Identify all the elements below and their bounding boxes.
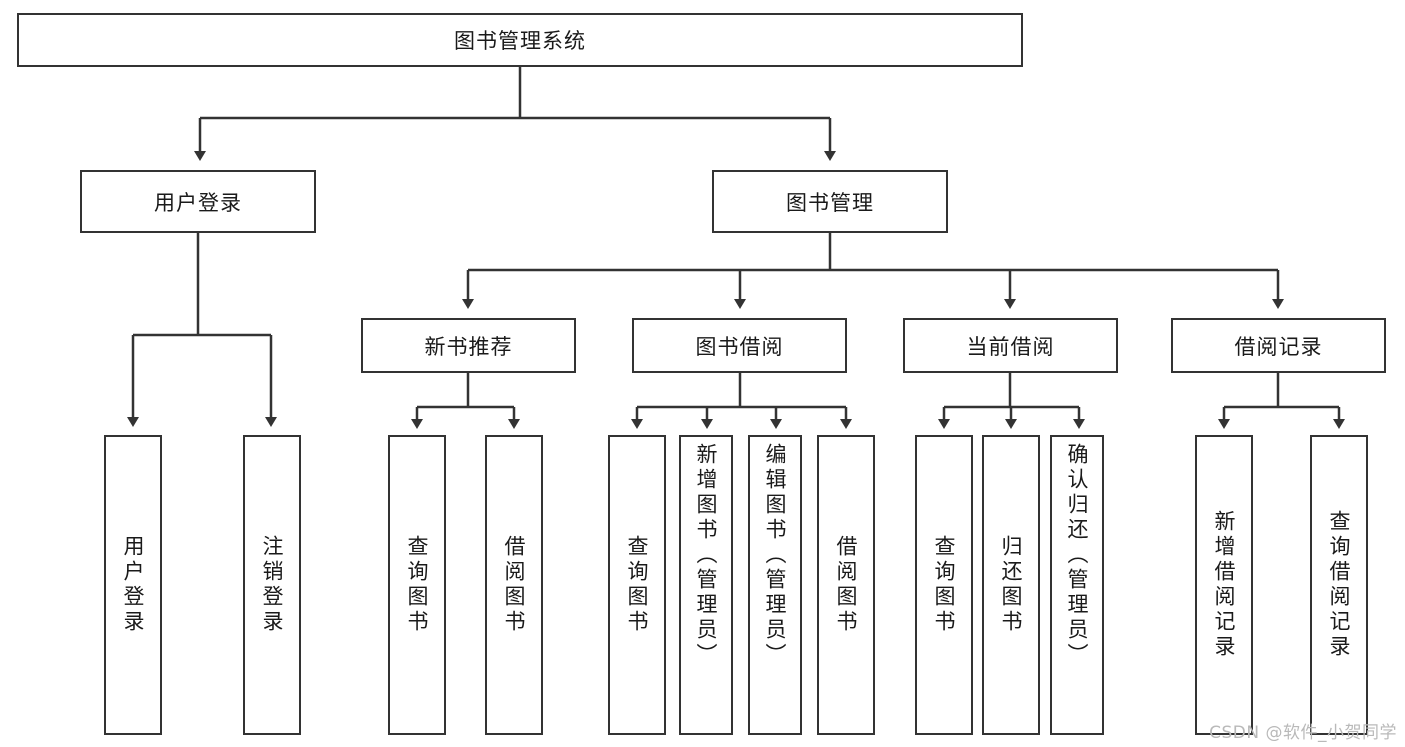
node-label: 查询图书 [405,535,430,635]
node-current-borrow[interactable]: 当前借阅 [903,318,1118,373]
node-label: 确认归还（管理员） [1065,443,1090,668]
node-label: 借阅记录 [1234,334,1323,359]
node-label: 归还图书 [999,535,1024,635]
node-user-login[interactable]: 用户登录 [80,170,316,233]
leaf-user-login[interactable]: 用户登录 [104,435,162,735]
node-label: 用户登录 [154,190,242,215]
node-book-borrow[interactable]: 图书借阅 [632,318,847,373]
leaf-query-book-recommend[interactable]: 查询图书 [388,435,446,735]
leaf-user-logout[interactable]: 注销登录 [243,435,301,735]
node-label: 借阅图书 [834,535,859,635]
leaf-query-book-current[interactable]: 查询图书 [915,435,973,735]
leaf-borrow-book-recommend[interactable]: 借阅图书 [485,435,543,735]
node-label: 查询图书 [932,535,957,635]
node-label: 新书推荐 [424,334,513,359]
node-label: 注销登录 [260,535,285,635]
leaf-edit-book-admin[interactable]: 编辑图书（管理员） [748,435,802,735]
leaf-return-book[interactable]: 归还图书 [982,435,1040,735]
leaf-confirm-return-admin[interactable]: 确认归还（管理员） [1050,435,1104,735]
node-label: 编辑图书（管理员） [763,443,788,668]
leaf-borrow-book[interactable]: 借阅图书 [817,435,875,735]
leaf-add-borrow-record[interactable]: 新增借阅记录 [1195,435,1253,735]
node-label: 查询借阅记录 [1327,510,1352,660]
node-label: 当前借阅 [966,334,1055,359]
node-label: 用户登录 [121,535,146,635]
leaf-query-book-borrow[interactable]: 查询图书 [608,435,666,735]
node-label: 图书管理 [786,190,874,215]
node-label: 图书借阅 [695,334,784,359]
node-label: 图书管理系统 [454,29,586,53]
node-borrow-record[interactable]: 借阅记录 [1171,318,1386,373]
node-label: 新增借阅记录 [1212,510,1237,660]
leaf-query-borrow-record[interactable]: 查询借阅记录 [1310,435,1368,735]
leaf-add-book-admin[interactable]: 新增图书（管理员） [679,435,733,735]
node-book-management[interactable]: 图书管理 [712,170,948,233]
node-new-book-recommend[interactable]: 新书推荐 [361,318,576,373]
node-book-management-system[interactable]: 图书管理系统 [17,13,1023,67]
node-label: 借阅图书 [502,535,527,635]
node-label: 新增图书（管理员） [694,443,719,668]
node-label: 查询图书 [625,535,650,635]
